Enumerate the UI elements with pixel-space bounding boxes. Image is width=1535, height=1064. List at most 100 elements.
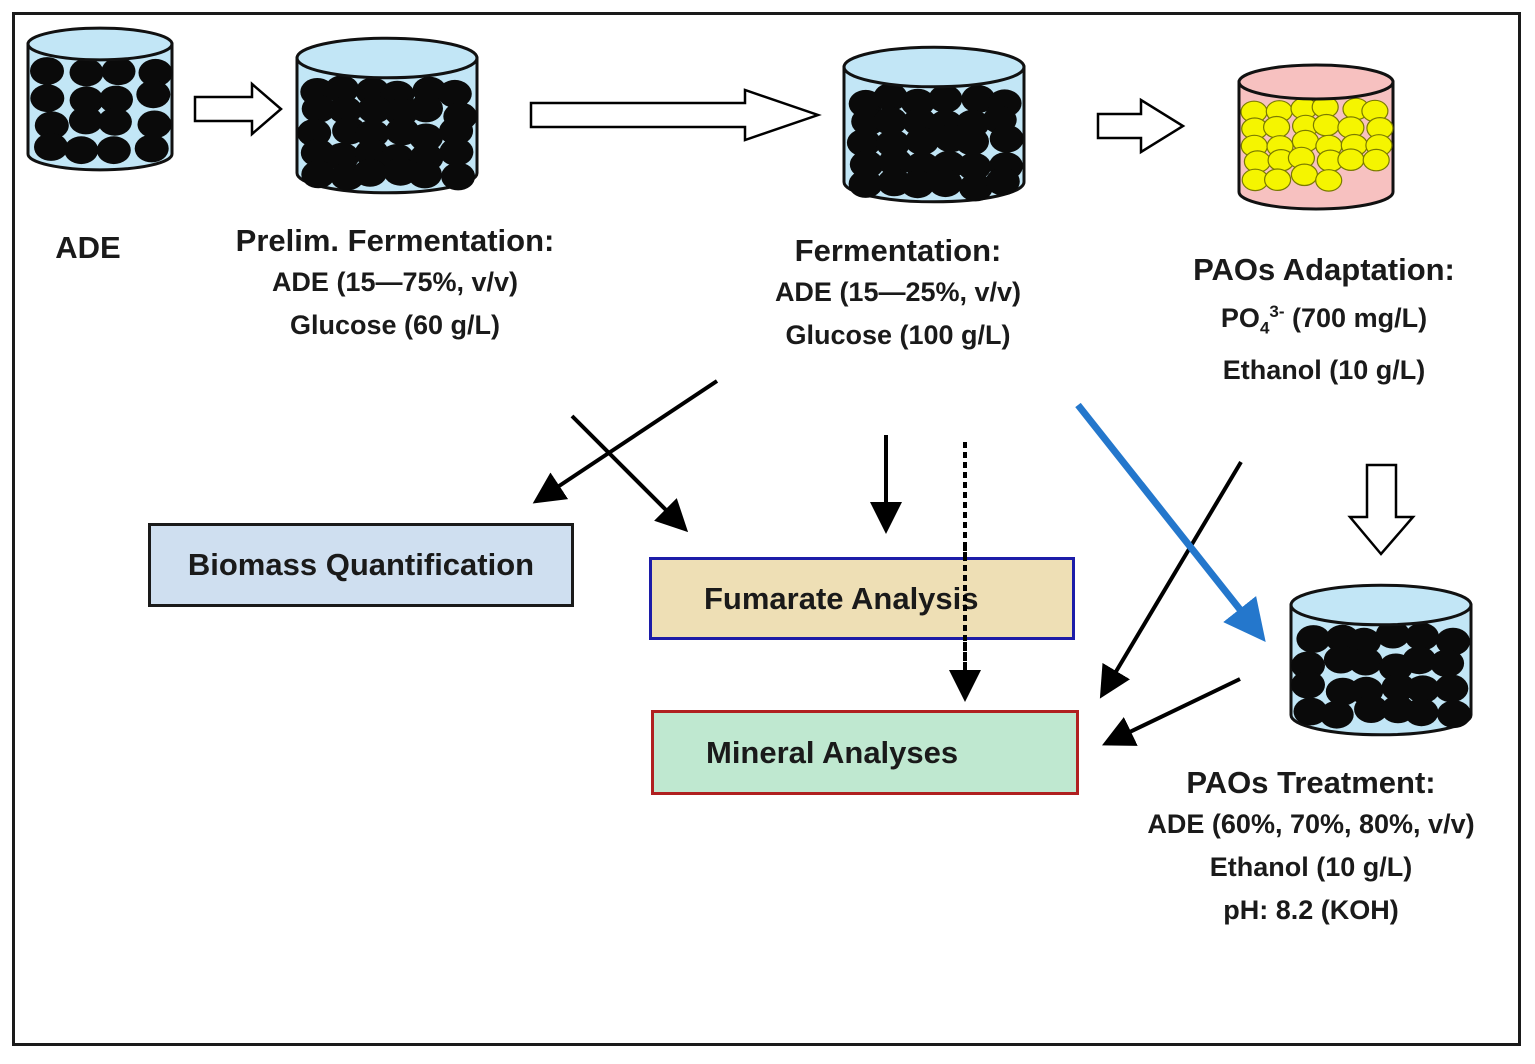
pellet [1404,698,1439,727]
treatment-title: PAOs Treatment: [1186,765,1436,800]
pellet [357,95,392,124]
adaptation-po-superscript: 3- [1269,302,1285,321]
arrow-treatment-to-mineral [1101,677,1241,746]
pellet [1362,148,1390,172]
arrow-adaptation-to-mineral [1099,460,1243,699]
container-top [842,45,1026,89]
pellet [1290,163,1319,187]
pellet [873,83,908,111]
arrow-fermentation-to-fumarate-diagonal [570,414,689,533]
container-top [1289,583,1473,627]
fermentation-line2: Glucose (100 g/L) [785,320,1011,350]
pellet [325,75,359,104]
pellet [1291,651,1325,680]
fermentation-label: Fermentation: ADE (15—25%, v/v) Glucose … [728,231,1068,357]
pellet [439,138,474,166]
pellet [989,124,1024,153]
pellet [1375,620,1410,649]
pellet [1381,673,1416,702]
pellet [328,96,363,124]
adaptation-title: PAOs Adaptation: [1193,252,1455,287]
pellet [68,106,103,135]
pellet [1437,700,1472,729]
pellet [136,80,171,109]
pellet [961,85,996,113]
paos-treatment-label: PAOs Treatment: ADE (60%, 70%, 80%, v/v)… [1106,763,1516,932]
pellet [905,127,940,156]
adaptation-po-rest: (700 mg/L) [1284,303,1428,333]
ade-title: ADE [55,230,121,265]
arrow-fermentation-to-biomass [532,379,719,504]
biomass-quantification-box: Biomass Quantification [148,523,574,607]
pellet [985,167,1020,196]
treatment-line3: pH: 8.2 (KOH) [1223,895,1399,925]
pellet [99,85,133,114]
prelim-title: Prelim. Fermentation: [235,223,555,258]
container-top [295,36,479,80]
hollow-arrow-adaptation-to-treatment [1347,463,1416,556]
pellet [1312,113,1341,137]
pellet [928,85,963,113]
ade-label: ADE [33,228,143,268]
pellet [137,110,172,139]
fermentation-title: Fermentation: [794,233,1002,268]
container-top [1237,63,1395,101]
mineral-label: Mineral Analyses [706,734,959,770]
pellet [1319,700,1354,729]
mineral-analyses-box: Mineral Analyses [651,710,1079,795]
hollow-arrow-prelim-to-fermentation [529,88,822,142]
pellet [1434,674,1469,703]
pellet [1291,670,1325,699]
pellet [34,111,69,140]
fermentation-container [842,45,1026,204]
ade-container [26,26,174,172]
fermentation-line1: ADE (15—25%, v/v) [774,277,1022,307]
hollow-arrow-ade-to-prelim [193,81,283,137]
pellet [34,133,68,161]
pellet [1354,695,1389,723]
pellet [301,160,336,189]
pellet [439,117,474,145]
pellet [873,107,908,135]
paos-adaptation-container [1237,63,1395,211]
pellet [878,148,913,177]
pellet [1430,649,1465,678]
pellet [134,134,169,163]
pellet [138,58,173,87]
pellet [1262,115,1291,139]
pellet [97,107,132,136]
pellet [355,119,390,148]
blue-arrow-fermentation-to-treatment [1075,402,1266,642]
pellet [1346,627,1381,656]
pellet [96,136,131,165]
pellet [301,94,336,123]
pellet [69,58,104,87]
treatment-line2: Ethanol (10 g/L) [1209,852,1413,882]
pellet [955,127,989,156]
adaptation-line1: PO43- (700 mg/L) [1154,290,1494,349]
adaptation-line2: Ethanol (10 g/L) [1222,355,1426,386]
paos-treatment-container [1289,583,1473,737]
biomass-label: Biomass Quantification [187,547,535,582]
fumarate-analysis-box: Fumarate Analysis [649,557,1075,640]
pellet [958,173,993,202]
pellet [1323,645,1358,674]
pellet [1315,169,1343,192]
paos-adaptation-label: PAOs Adaptation: PO43- (700 mg/L) Ethano… [1154,250,1494,392]
hollow-arrow-fermentation-to-adaptation [1096,97,1186,155]
pellet [69,86,104,115]
container-top [26,26,174,62]
prelim-line2: Glucose (60 g/L) [289,310,501,340]
pellet [848,170,883,198]
pellet [1405,675,1440,704]
prelim-fermentation-container [295,36,479,195]
pellet [353,159,387,187]
adaptation-po-text: PO [1220,303,1260,333]
pellet [957,152,992,181]
pellet [1436,627,1470,656]
pellet [846,128,881,157]
pellet [64,136,99,165]
pellet [1405,622,1439,651]
pellet [1337,148,1365,171]
